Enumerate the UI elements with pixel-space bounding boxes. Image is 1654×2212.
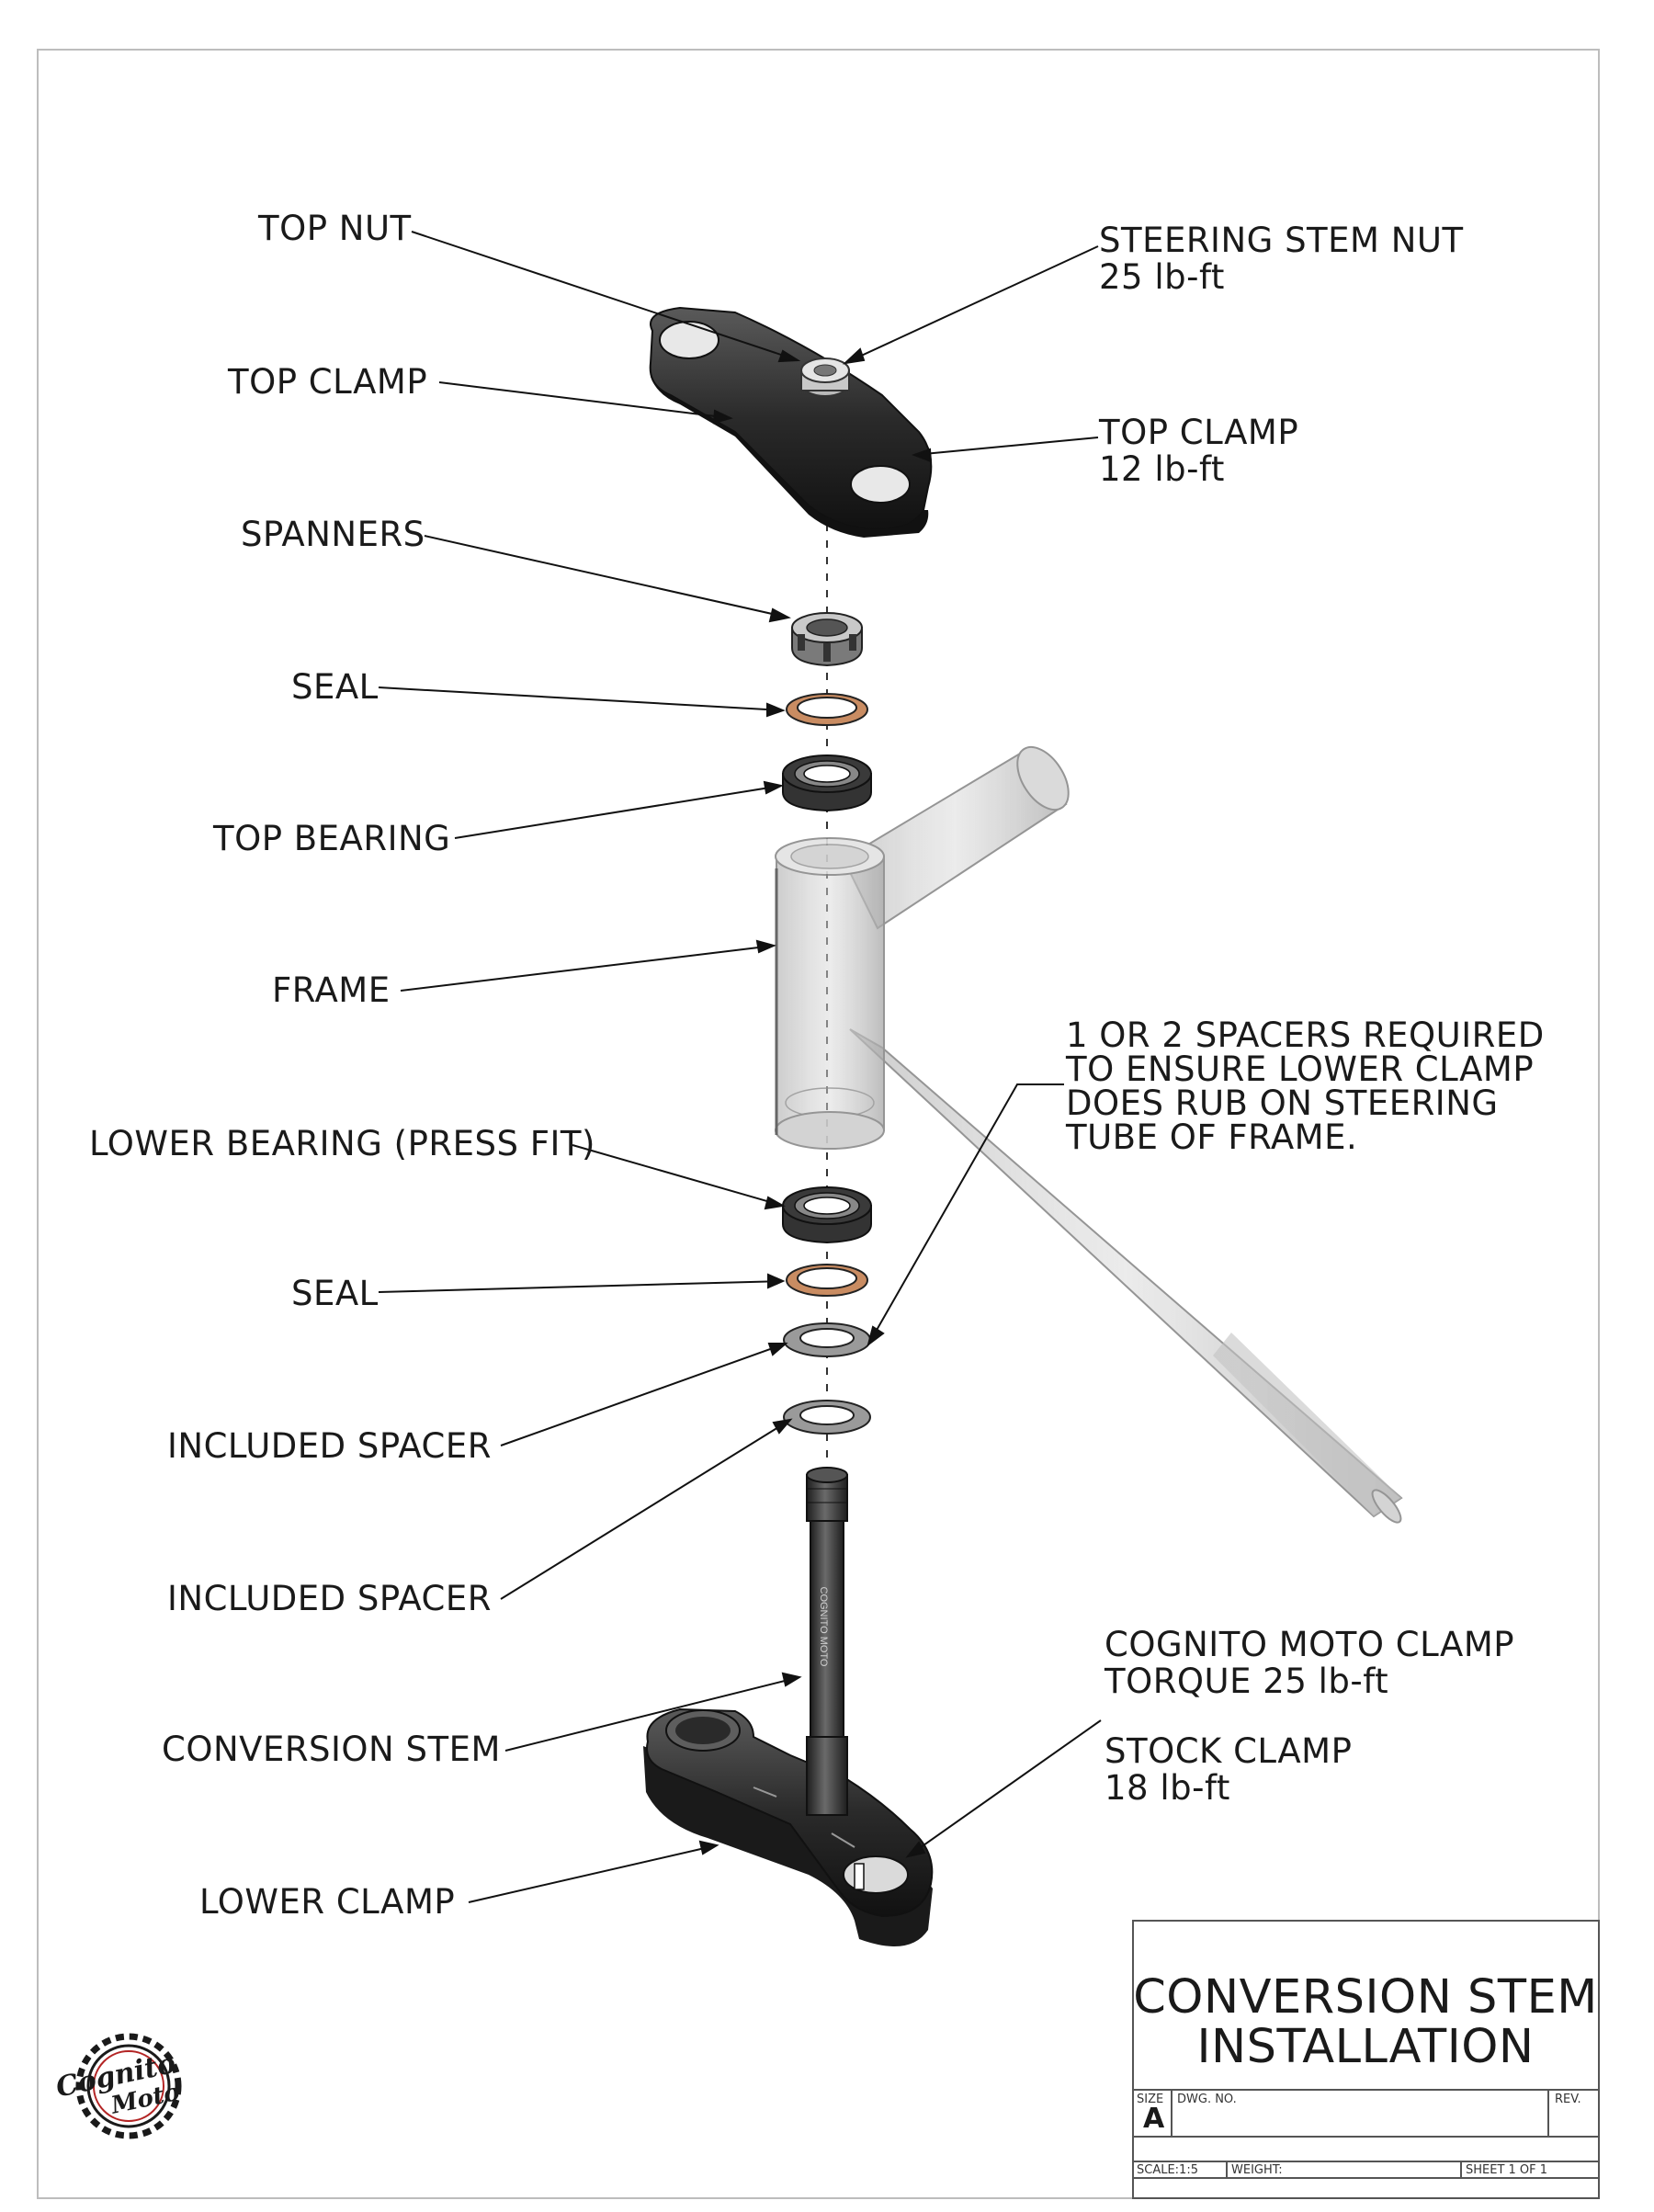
note-top-clamp-line-2: 12 lb-ft <box>1099 449 1225 489</box>
note-stock-clamp: STOCK CLAMP 18 lb-ft <box>1105 1733 1352 1807</box>
lower-clamp-part <box>643 1707 934 1946</box>
spacer-2-part <box>783 1400 871 1435</box>
weight-label: WEIGHT: <box>1231 2163 1283 2177</box>
spacer-1-part <box>783 1322 871 1357</box>
leader-lines <box>378 231 1102 1903</box>
top-nut-part <box>800 357 850 397</box>
spanners-part <box>791 612 863 667</box>
note-spacers: 1 OR 2 SPACERS REQUIRED TO ENSURE LOWER … <box>1066 1018 1545 1154</box>
rev-label: REV. <box>1555 2093 1581 2106</box>
size-label: SIZE <box>1137 2093 1164 2106</box>
top-bearing-part <box>782 754 872 812</box>
stem-engraving: COGNITO MOTO <box>818 1587 829 1667</box>
sheet-label: SHEET 1 OF 1 <box>1466 2163 1548 2177</box>
note-spacers-line-3: DOES RUB ON STEERING <box>1066 1083 1499 1123</box>
label-frame: FRAME <box>272 970 391 1010</box>
note-top-clamp-line-1: TOP CLAMP <box>1099 413 1299 452</box>
note-stock-clamp-line-1: STOCK CLAMP <box>1105 1731 1353 1771</box>
lower-bearing-part <box>782 1186 872 1244</box>
drawing-title-line-2: INSTALLATION <box>1196 2020 1535 2074</box>
frame-part <box>775 745 1403 1524</box>
dwg-no-label: DWG. NO. <box>1177 2093 1237 2106</box>
note-steering-stem-nut-line-2: 25 lb-ft <box>1099 257 1225 297</box>
conversion-stem-part: COGNITO MOTO <box>806 1467 848 1816</box>
seal-lower-part <box>786 1264 868 1297</box>
drawing-title-line-1: CONVERSION STEM <box>1133 1970 1598 2025</box>
label-top-clamp: TOP CLAMP <box>228 362 428 402</box>
note-stock-clamp-line-2: 18 lb-ft <box>1105 1768 1230 1808</box>
note-cognito-clamp-line-2: TORQUE 25 lb-ft <box>1105 1662 1389 1701</box>
label-included-spacer-2: INCLUDED SPACER <box>167 1579 492 1618</box>
label-conversion-stem: CONVERSION STEM <box>162 1730 501 1769</box>
label-top-nut: TOP NUT <box>258 209 412 248</box>
label-included-spacer-1: INCLUDED SPACER <box>167 1426 492 1466</box>
note-spacers-line-2: TO ENSURE LOWER CLAMP <box>1066 1049 1535 1089</box>
title-block-frame <box>1132 1920 1600 2199</box>
note-spacers-line-4: TUBE OF FRAME. <box>1066 1117 1358 1157</box>
cognito-moto-logo: Cognito Moto <box>53 2033 182 2139</box>
label-lower-clamp: LOWER CLAMP <box>199 1882 456 1922</box>
top-clamp-part <box>649 306 933 538</box>
seal-top-part <box>786 693 868 726</box>
sheet-border <box>37 49 1600 2199</box>
note-cognito-clamp: COGNITO MOTO CLAMP TORQUE 25 lb-ft <box>1105 1627 1514 1700</box>
note-steering-stem-nut-line-1: STEERING STEM NUT <box>1099 221 1464 260</box>
scale-label: SCALE:1:5 <box>1137 2163 1198 2177</box>
label-lower-bearing: LOWER BEARING (PRESS FIT) <box>89 1124 595 1163</box>
note-top-clamp-torque: TOP CLAMP 12 lb-ft <box>1099 414 1298 488</box>
note-steering-stem-nut: STEERING STEM NUT 25 lb-ft <box>1099 222 1464 296</box>
note-spacers-line-1: 1 OR 2 SPACERS REQUIRED <box>1066 1015 1545 1055</box>
label-seal-lower: SEAL <box>291 1274 379 1313</box>
label-top-bearing: TOP BEARING <box>213 819 451 858</box>
size-value: A <box>1143 2103 1165 2135</box>
label-seal-top: SEAL <box>291 667 379 707</box>
label-spanners: SPANNERS <box>241 515 425 554</box>
note-cognito-clamp-line-1: COGNITO MOTO CLAMP <box>1105 1625 1515 1664</box>
